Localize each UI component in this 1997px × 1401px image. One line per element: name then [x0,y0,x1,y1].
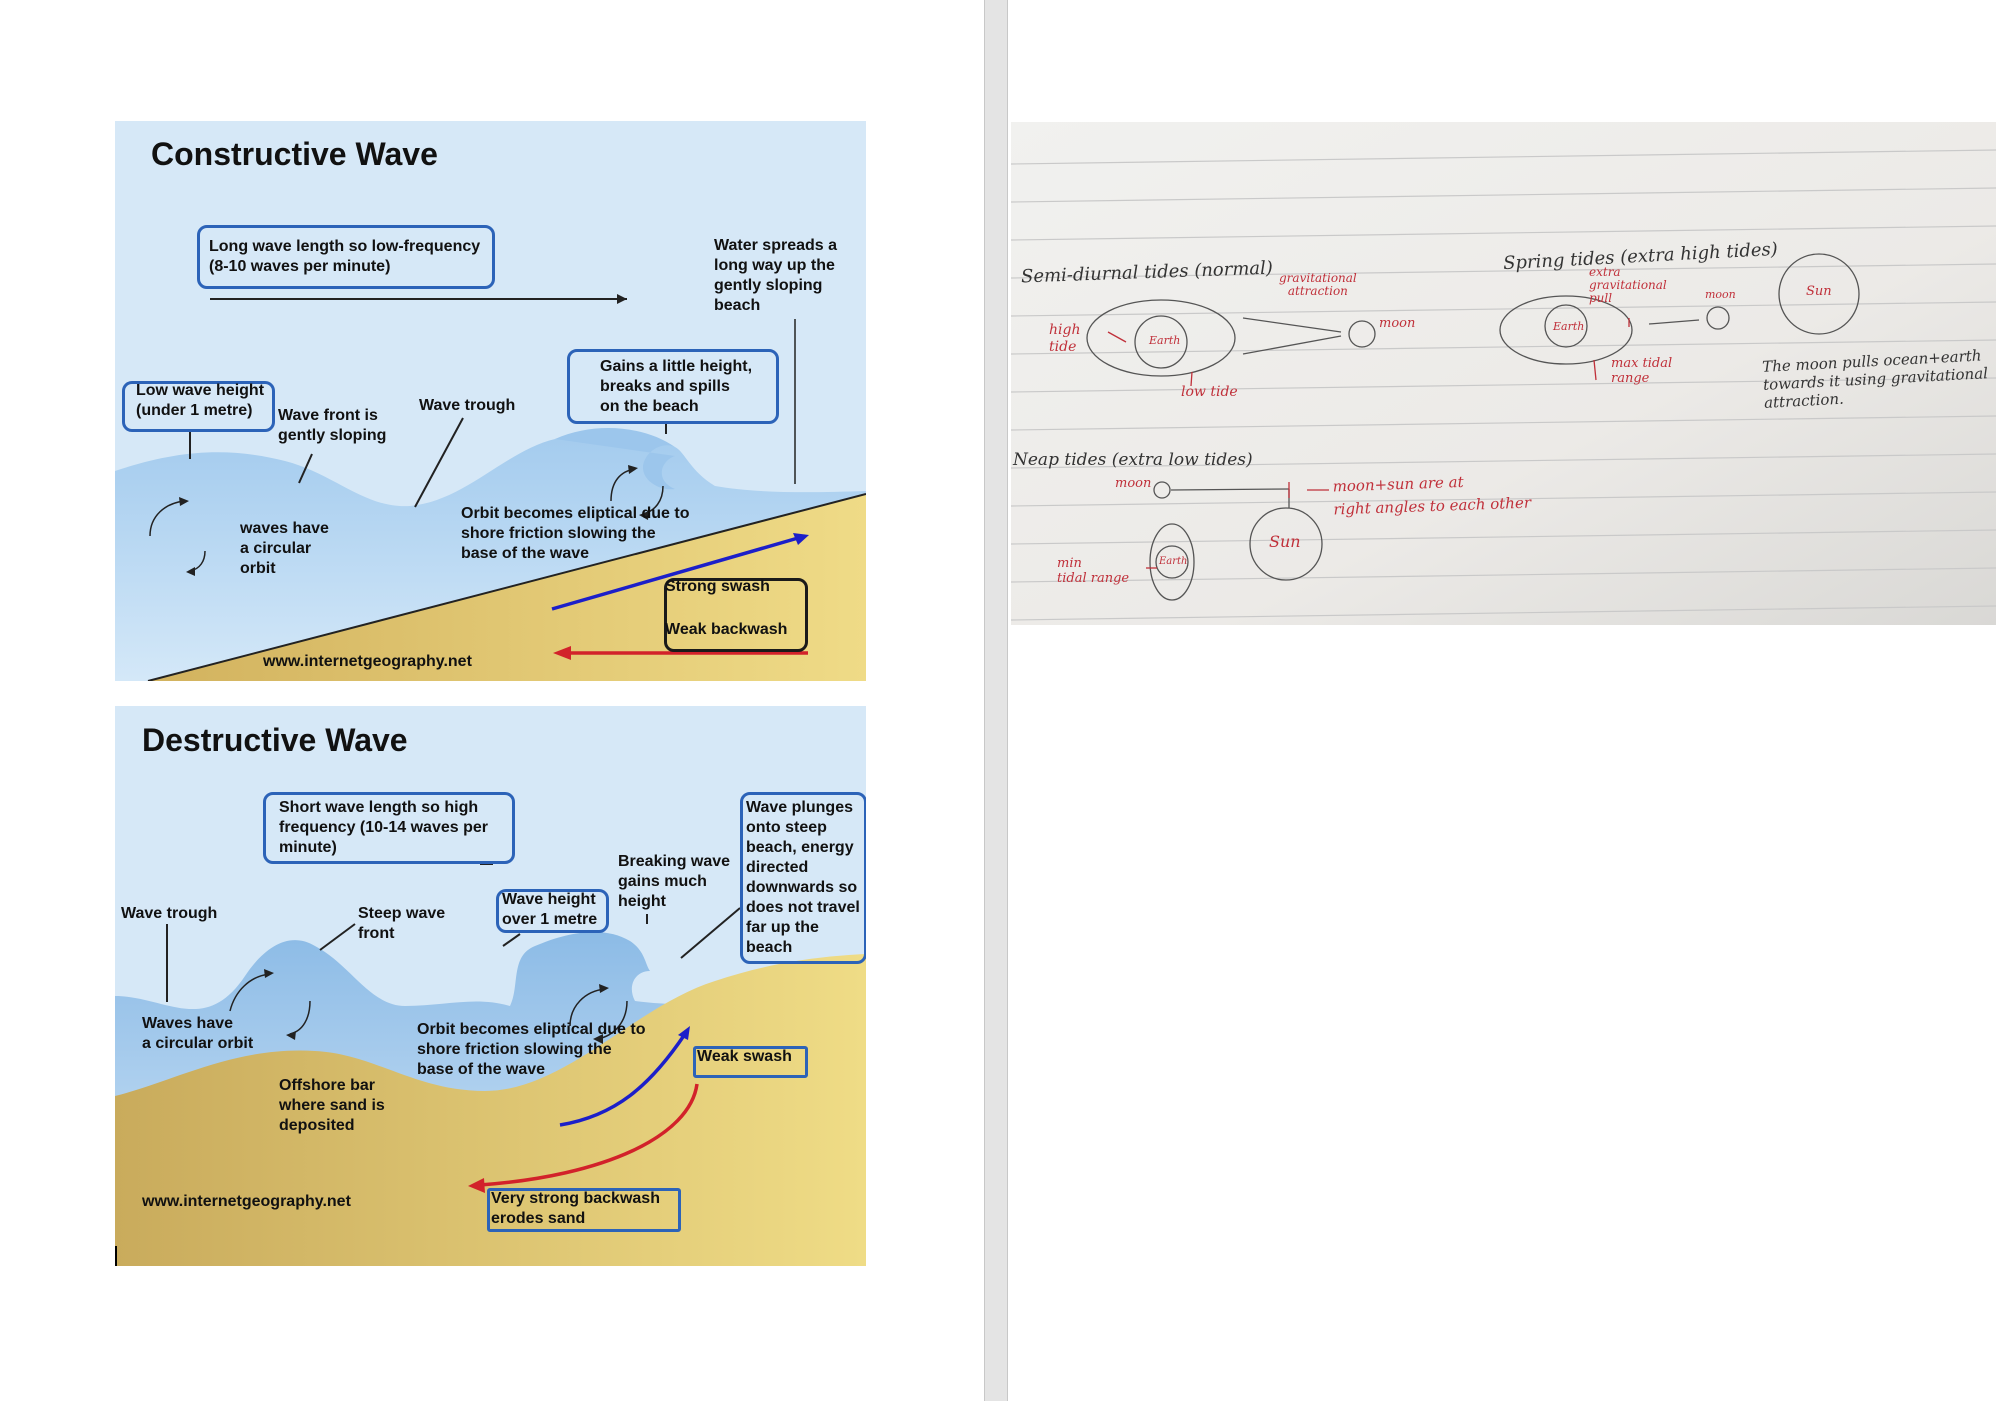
right-angles-note: moon+sun are at right angles to each oth… [1332,472,1532,519]
page-gutter [984,0,1008,1401]
constructive-orbit-label: waves have a circular orbit [240,520,329,577]
wavelength-callout-box [263,792,515,864]
handwritten-tide-notes-photo: Semi-diurnal tides (normal) high tide Ea… [1011,122,1996,625]
breaks-callout-box [567,349,779,424]
destructive-wave-illustration [115,706,866,1266]
height-callout-box [496,889,609,933]
destructive-front-label: Steep wave front [358,905,446,942]
destructive-backwash-label: Very strong backwash erodes sand [491,1190,660,1227]
low-tide-note: low tide [1181,384,1238,400]
destructive-title: Destructive Wave [142,722,408,758]
constructive-breaks-label: Gains a little height, breaks and spills… [600,358,753,415]
text-cursor [115,1246,117,1266]
constructive-spreads-label: Water spreads a long way up the gently s… [714,237,838,314]
neap-tides-title: Neap tides (extra low tides) [1013,450,1253,470]
max-tidal-range-note: max tidal range [1611,356,1673,386]
constructive-title: Constructive Wave [151,136,438,172]
plunges-callout-box [740,792,866,964]
sun-label-1: Sun [1806,284,1832,299]
spilling-wave-crest [555,427,675,490]
constructive-trough-label: Wave trough [419,397,516,414]
destructive-eliptical-label: Orbit becomes eliptical due to shore fri… [417,1021,646,1078]
gravitational-attraction-note: gravitational attraction [1279,271,1357,298]
constructive-eliptical-label: Orbit becomes eliptical due to shore fri… [461,505,690,562]
low-height-callout-box [122,381,275,432]
earth-label-2: Earth [1553,320,1585,333]
constructive-front-label: Wave front is gently sloping [278,407,387,444]
weak-swash-box [693,1046,808,1078]
moon-label-2: moon [1705,288,1736,301]
destructive-orbit-label: Waves have a circular orbit [142,1015,254,1052]
destructive-plunges-label: Wave plunges onto steep beach, energy di… [746,799,860,956]
constructive-wavelength-label: Long wave length so low-frequency (8-10 … [209,238,481,275]
min-tidal-range-note: min tidal range [1057,556,1130,586]
constructive-wave-diagram: Constructive Wave Long wave length so lo… [115,121,866,681]
destructive-source: www.internetgeography.net [142,1193,351,1210]
earth-label-1: Earth [1149,334,1181,347]
backwash-callout-box [487,1188,681,1232]
destructive-bar-label: Offshore bar where sand is deposited [279,1077,385,1134]
moon-label-3: moon [1115,476,1152,491]
swash-callout-box [664,578,808,652]
destructive-height-label: Wave height over 1 metre [502,891,598,928]
destructive-wavelength-label: Short wave length so high frequency (10-… [279,799,488,856]
destructive-swash-label: Weak swash [697,1048,792,1065]
constructive-wave-illustration [115,121,866,681]
extra-gravitational-pull-note: extra gravitational pull [1589,265,1667,305]
destructive-wave-diagram: Destructive Wave Short wave length so hi… [115,706,866,1266]
high-tide-note: high tide [1049,322,1081,355]
constructive-swash-label: Strong swash [665,578,770,595]
moon-label-1: moon [1379,316,1416,331]
earth-label-3: Earth [1159,556,1188,567]
destructive-breaking-label: Breaking wave gains much height [618,853,731,910]
notes-paper [1011,122,1996,625]
constructive-height-label: Low wave height (under 1 metre) [136,382,265,419]
sun-label-2: Sun [1269,532,1301,551]
wavelength-callout-box [197,225,495,289]
constructive-backwash-label: Weak backwash [665,621,788,638]
constructive-source: www.internetgeography.net [263,653,472,670]
destructive-trough-label: Wave trough [121,905,218,922]
